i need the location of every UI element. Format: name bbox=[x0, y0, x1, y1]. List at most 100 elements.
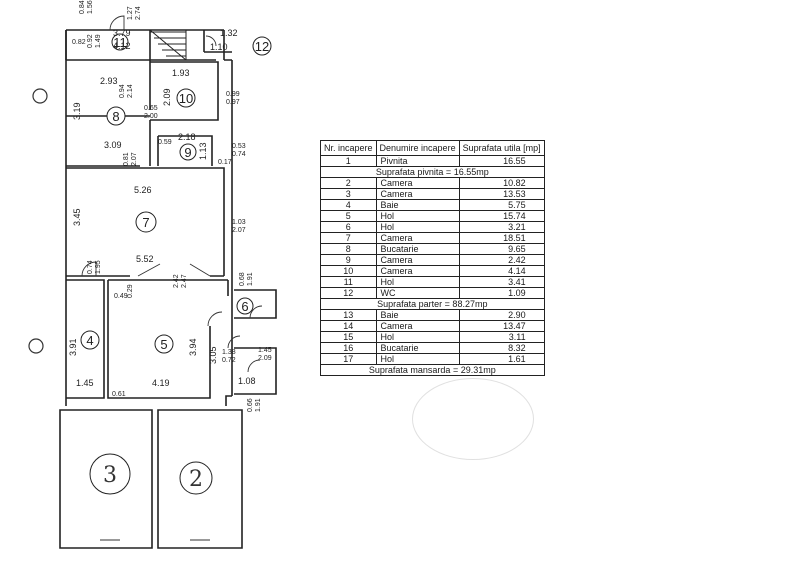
dimension-label: 5.26 bbox=[134, 185, 152, 195]
dimension-label: 1.08 bbox=[238, 376, 256, 386]
cell-area: 1.61 bbox=[458, 353, 545, 365]
room-circle-5 bbox=[154, 334, 174, 354]
dimension-label: 3.09 bbox=[104, 140, 122, 150]
dimension-label: 1.38 bbox=[222, 349, 236, 356]
cell-area: 2.90 bbox=[458, 309, 545, 321]
cell-area: 18.51 bbox=[458, 232, 545, 244]
dimension-label: 0.49 bbox=[114, 293, 128, 300]
dimension-label: 2.07 bbox=[232, 227, 246, 234]
room-6-wall bbox=[234, 289, 277, 319]
dimension-label: 0.59 bbox=[158, 139, 172, 146]
cell-area: 15.74 bbox=[458, 210, 545, 222]
dimension-label: 1.32 bbox=[220, 28, 238, 38]
room-circle-12 bbox=[252, 36, 272, 56]
cell-area: 13.47 bbox=[458, 320, 545, 332]
subtotal-row: Suprafata parter = 88.27mp bbox=[320, 298, 545, 310]
dimension-label: 1.27 bbox=[127, 6, 134, 20]
dimension-label: 0.17 bbox=[218, 159, 232, 166]
cell-name: Hol bbox=[375, 353, 460, 365]
room-number-2: 2 bbox=[189, 467, 203, 492]
cell-name: Camera bbox=[375, 232, 460, 244]
cell-name: Hol bbox=[375, 276, 460, 288]
room-7-wall bbox=[66, 167, 225, 277]
dimension-label: 0.84 bbox=[79, 0, 86, 14]
room-4-wall bbox=[66, 279, 105, 399]
dimension-label: 0.29 bbox=[127, 284, 134, 298]
cell-name: WC bbox=[375, 287, 460, 299]
dimension-label: 0.72 bbox=[222, 357, 236, 364]
door-swing bbox=[249, 305, 263, 319]
header-name: Denumire incapere bbox=[375, 140, 460, 156]
dimension-label: 1.56 bbox=[87, 0, 94, 14]
dimension-label: 0.68 bbox=[239, 272, 246, 286]
room-9-wall bbox=[157, 135, 213, 166]
door-swing bbox=[205, 35, 217, 47]
dimension-label: 1.93 bbox=[172, 68, 190, 78]
room-number-9: 9 bbox=[184, 145, 191, 160]
room-5-wall bbox=[107, 279, 229, 399]
cell-name: Pivnita bbox=[375, 155, 460, 167]
dimension-label: 0.74 bbox=[232, 151, 246, 158]
dimension-label: 1.91 bbox=[247, 272, 254, 286]
door-swing bbox=[137, 263, 211, 277]
mansarda-total: Suprafata mansarda = 29.31mp bbox=[320, 364, 545, 376]
door-swing bbox=[81, 261, 97, 277]
room-circle-10 bbox=[176, 88, 196, 108]
cell-name: Hol bbox=[375, 221, 460, 233]
room-number-8: 8 bbox=[112, 109, 119, 124]
marker-circle bbox=[32, 88, 48, 104]
cell-area: 1.09 bbox=[458, 287, 545, 299]
room-number-3: 3 bbox=[103, 463, 117, 488]
cell-nr: 5 bbox=[320, 210, 377, 222]
cell-nr: 4 bbox=[320, 199, 377, 211]
room-2-wall bbox=[157, 409, 243, 549]
cell-name: Camera bbox=[375, 320, 460, 332]
dimension-label: 4.12 bbox=[113, 41, 131, 51]
dimension-label: 3.19 bbox=[72, 102, 82, 120]
cell-name: Bucatarie bbox=[375, 243, 460, 255]
cell-name: Baie bbox=[375, 309, 460, 321]
cell-area: 2.42 bbox=[458, 254, 545, 266]
cell-area: 3.21 bbox=[458, 221, 545, 233]
cell-name: Baie bbox=[375, 199, 460, 211]
cell-name: Bucatarie bbox=[375, 342, 460, 354]
room-circle-11 bbox=[111, 33, 129, 51]
dimension-label: 0.97 bbox=[226, 99, 240, 106]
dimension-label: 1.45 bbox=[258, 347, 272, 354]
annex-wall bbox=[65, 30, 232, 110]
room-circle-3 bbox=[89, 453, 131, 495]
cell-nr: 15 bbox=[320, 331, 377, 343]
cell-nr: 2 bbox=[320, 177, 377, 189]
cell-nr: 3 bbox=[320, 188, 377, 200]
dimension-label: 2.14 bbox=[127, 84, 134, 98]
marker-circle bbox=[28, 338, 44, 354]
dimension-label: 2.09 bbox=[258, 355, 272, 362]
dimension-label: 0.81 bbox=[123, 152, 130, 166]
door-swing bbox=[207, 311, 223, 327]
cell-area: 8.32 bbox=[458, 342, 545, 354]
dimension-label: 3.91 bbox=[68, 338, 78, 356]
dimension-label: 2.42 bbox=[173, 274, 180, 288]
dimension-label: 2.07 bbox=[131, 152, 138, 166]
room-number-6: 6 bbox=[241, 299, 248, 314]
cell-area: 9.65 bbox=[458, 243, 545, 255]
room-number-12: 12 bbox=[255, 39, 269, 54]
cell-name: Camera bbox=[375, 265, 460, 277]
cell-nr: 16 bbox=[320, 342, 377, 354]
dimension-label: 1.03 bbox=[232, 219, 246, 226]
cell-nr: 1 bbox=[320, 155, 377, 167]
dimension-label: 0.53 bbox=[232, 143, 246, 150]
dimension-label: 1.10 bbox=[210, 42, 228, 52]
